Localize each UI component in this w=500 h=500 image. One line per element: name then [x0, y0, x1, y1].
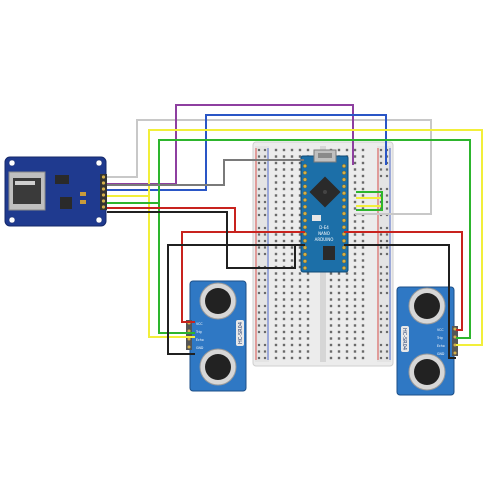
sensor-right-pin-vcc: VCC	[437, 328, 444, 332]
wire-green-lower	[158, 203, 195, 334]
sensor-left-model-label: HC-SR04	[238, 322, 244, 344]
wire-black-right	[344, 244, 456, 359]
crystal	[236, 320, 244, 346]
microcontroller-chip	[309, 176, 341, 208]
usb-chip	[323, 246, 335, 260]
crystal	[401, 326, 409, 352]
ultrasonic-sensor-right: HC-SR04 VCC Trig Echo GND	[396, 286, 458, 396]
reset-button	[312, 215, 321, 221]
wire-yellow	[107, 195, 195, 338]
sensor-right-pin-gnd: GND	[437, 352, 445, 356]
wire-red-right	[344, 231, 463, 331]
nano-label-1: D-E4	[319, 225, 329, 230]
sensor-left-pin-gnd: GND	[196, 346, 204, 350]
sensor-left-pin-trig: Trig	[195, 330, 202, 334]
wire-red-left	[181, 231, 305, 323]
sensor-right-model-label: HC-SR04	[401, 328, 407, 350]
arduino-nano: D-E4 NANO ARDUINO	[300, 149, 349, 273]
sd-header-pins	[100, 174, 107, 210]
wire-yellow-top	[148, 129, 483, 346]
wire-grey-top	[107, 159, 304, 186]
ultrasonic-sensor-left: HC-SR04 VCC Trig Echo GND	[186, 280, 247, 392]
micro-sd-card-module	[4, 156, 107, 227]
right-power-rail	[377, 146, 391, 362]
level-shifter-chip	[60, 197, 72, 209]
nano-header-pins	[303, 163, 347, 271]
wire-black	[107, 211, 305, 269]
regulator-chip	[55, 175, 69, 184]
wire-green-short	[356, 191, 383, 211]
sensor-right-pin-trig: Trig	[436, 336, 443, 340]
nano-label-2: NANO	[318, 231, 330, 236]
sensor-left-pins	[186, 320, 192, 350]
sensor-left-pin-echo: Echo	[196, 338, 204, 342]
wire-blue	[107, 114, 387, 191]
sensor-right-pins	[452, 326, 458, 356]
wires	[107, 104, 483, 359]
wire-white	[107, 119, 432, 215]
sensor-left-pin-vcc: VCC	[196, 322, 203, 326]
nano-label-3: ARDUINO	[315, 237, 334, 242]
left-power-rail	[255, 146, 269, 362]
sensor-right-pin-echo: Echo	[437, 344, 445, 348]
wire-black-left	[167, 244, 296, 355]
wire-green	[107, 139, 471, 339]
